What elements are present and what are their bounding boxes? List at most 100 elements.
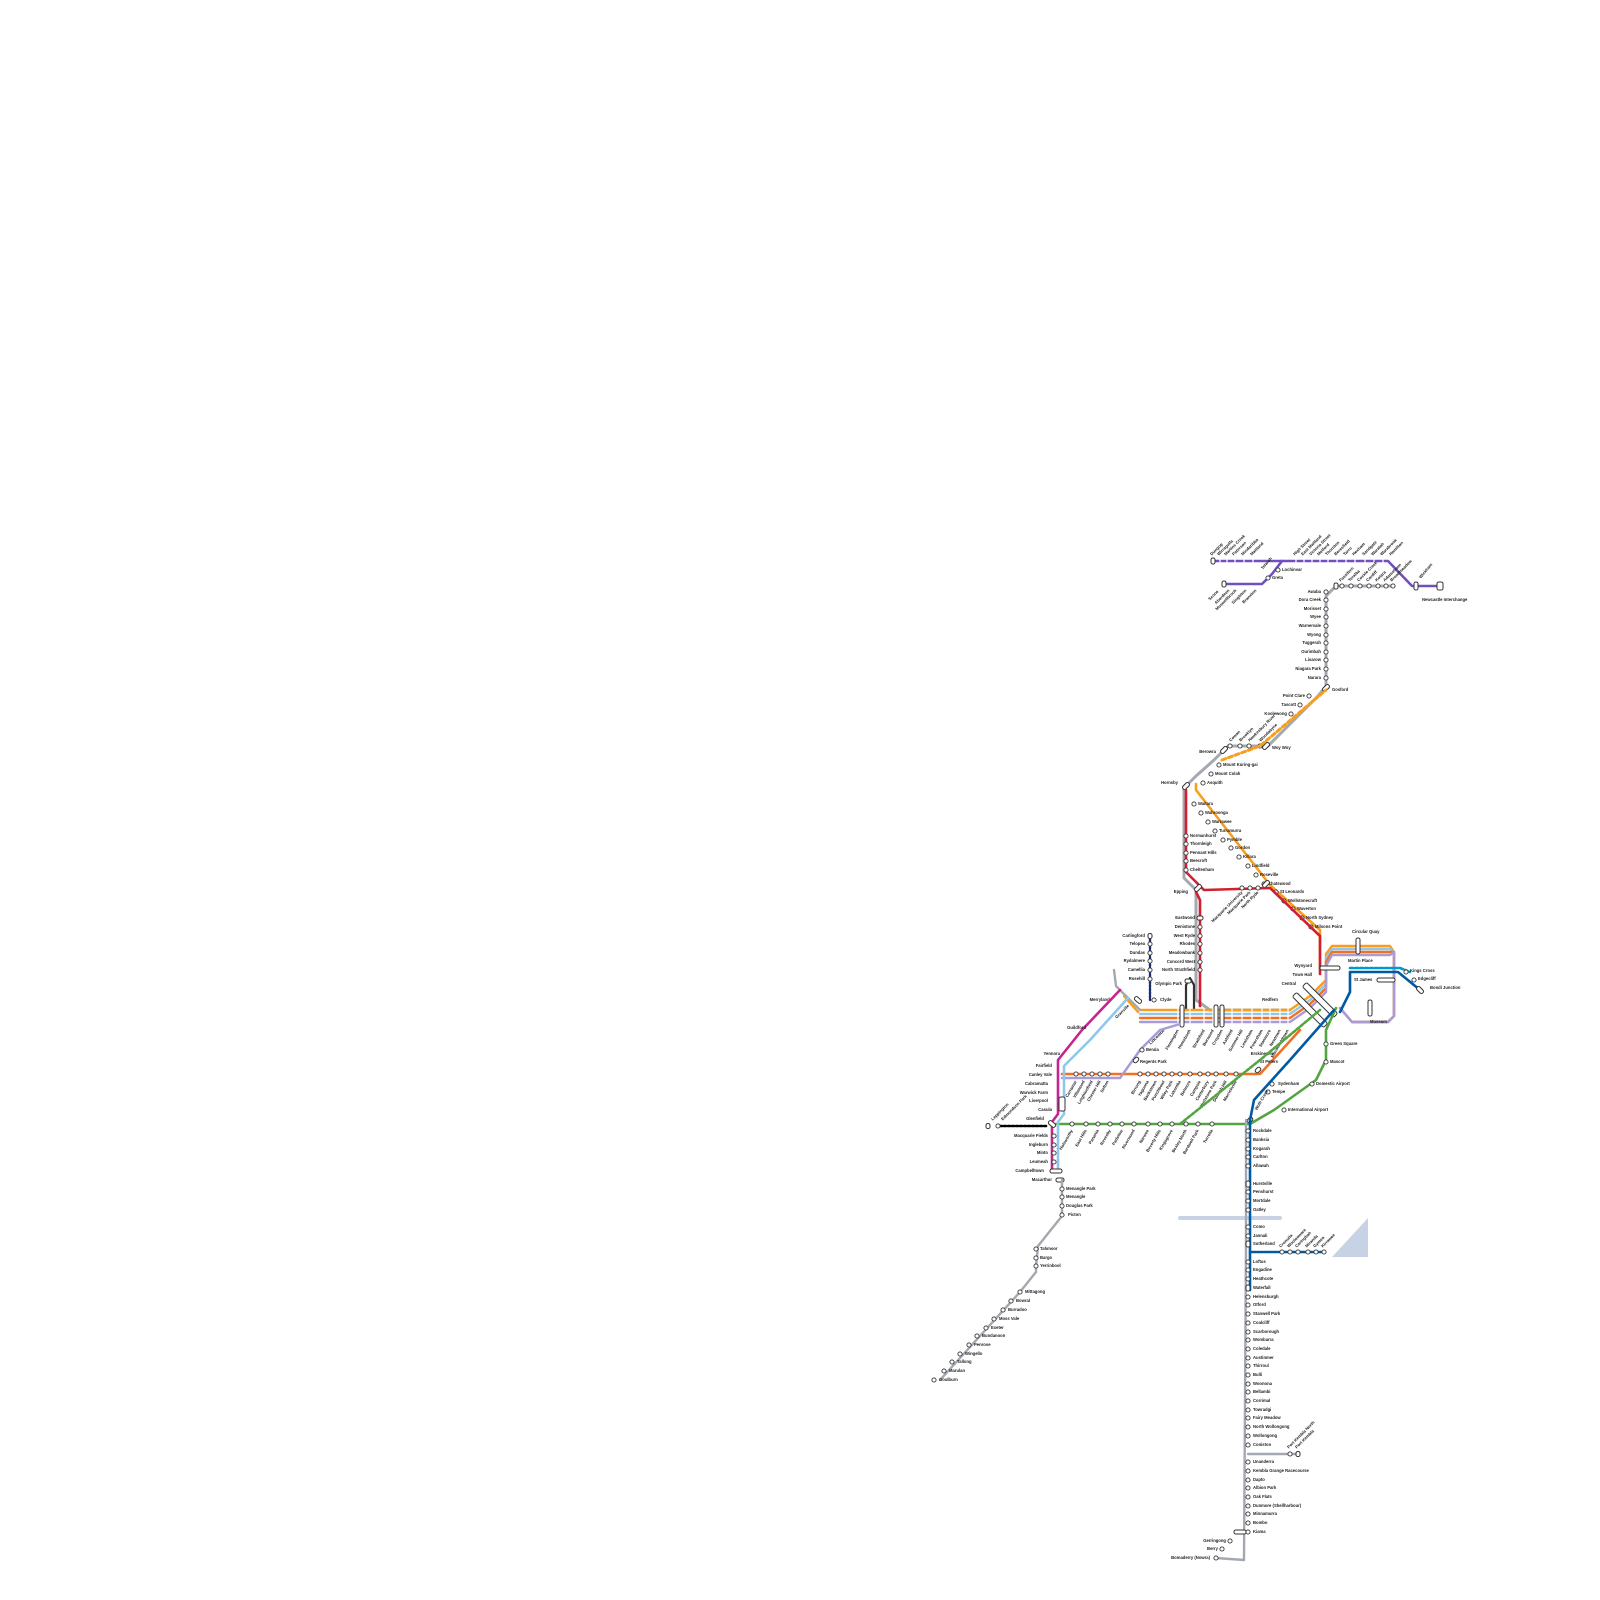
station-marker-Como (1245, 1224, 1251, 1230)
interchange-sydenham (1254, 1066, 1262, 1074)
station-label: Meadowbank (1169, 950, 1196, 955)
station-marker-teralba (1348, 583, 1354, 589)
station-label: Coniston (1253, 1442, 1272, 1447)
station-marker-Niagara Park (1323, 666, 1329, 672)
station-label: Wyee (1310, 614, 1322, 619)
airport-dotted-express (1178, 1008, 1322, 1126)
station-label: Yennora (1043, 1051, 1060, 1056)
hunter-line-scone-branch (1222, 559, 1284, 586)
station-label: North Sydney (1306, 915, 1334, 920)
station-marker-Unanderra (1245, 1459, 1251, 1465)
station-marker-Narwee (1145, 1121, 1151, 1127)
station-marker-Tahmoor (1033, 1246, 1039, 1252)
station-label: Warrawee (1212, 819, 1232, 824)
station-label: Kembla Grange Racecourse (1253, 1468, 1310, 1473)
station-marker-Wyee (1323, 614, 1329, 620)
station-marker-Mortdale (1245, 1198, 1251, 1204)
station-marker-Pymble (1220, 837, 1226, 843)
station-marker-Banksia (1245, 1137, 1251, 1143)
station-label: Rosehill (1129, 976, 1145, 981)
station-marker-Mount Colah (1208, 771, 1214, 777)
station-marker-Pennant Hills (1183, 850, 1189, 856)
station-marker-Carlton (1245, 1154, 1251, 1160)
station-label: Canley Vale (1029, 1072, 1053, 1077)
station-label: Town Hall (1293, 972, 1312, 977)
station-marker-Normanhurst (1183, 833, 1189, 839)
station-label: Holsworthy (1058, 1128, 1074, 1151)
station-marker-Revesby (1107, 1121, 1113, 1127)
station-marker-Asquith (1200, 780, 1206, 786)
station-label: Minnamurra (1253, 1511, 1278, 1516)
station-marker-Gordon (1228, 845, 1234, 851)
station-marker-Bulli (1245, 1372, 1251, 1378)
station-label: North Wollongong (1253, 1424, 1290, 1429)
station-marker-Yagoona (1145, 1071, 1151, 1077)
station-marker-Albion Park (1245, 1485, 1251, 1491)
station-label: Tuggerah (1302, 640, 1321, 645)
station-marker-Scarborough (1245, 1329, 1251, 1335)
station-marker-Jannali (1245, 1233, 1251, 1239)
station-marker-Riverwood (1131, 1121, 1137, 1127)
station-label: Lisarow (1305, 657, 1322, 662)
station-label: Mittagong (1025, 1289, 1045, 1294)
interchange-central (1302, 982, 1338, 1018)
station-marker-Tascott (1297, 702, 1303, 708)
station-marker-edgecliff (1411, 977, 1417, 983)
station-label: St Peters (1260, 1059, 1279, 1064)
station-label: West Ryde (1174, 933, 1196, 938)
station-marker-Minnamurra (1245, 1511, 1251, 1517)
station-label: Gordon (1235, 845, 1251, 850)
station-marker-Mittagong (1017, 1289, 1023, 1295)
station-label: Epping (1174, 889, 1189, 894)
station-label: Bargo (1040, 1255, 1053, 1260)
station-label: Rhodes (1180, 941, 1196, 946)
station-marker-berala (1139, 1047, 1145, 1053)
interchange-bondi (1416, 986, 1424, 994)
station-label: Chatswood (1268, 881, 1291, 886)
station-label: Thornleigh (1190, 841, 1212, 846)
station-label: Menangle Park (1066, 1186, 1096, 1191)
station-marker-Warnervale (1323, 623, 1329, 629)
interchange-chatswood (1262, 880, 1270, 888)
station-marker-Point Clare (1306, 693, 1312, 699)
interchange-berowra (1220, 746, 1228, 754)
interchange-regents-park (1132, 1056, 1140, 1064)
station-label: Dora Creek (1299, 597, 1322, 602)
station-marker-Loftus (1245, 1259, 1251, 1265)
station-marker-Fairy Meadow (1245, 1415, 1251, 1421)
station-marker-Villawood (1081, 1071, 1087, 1077)
interchange-hamilton (1413, 581, 1419, 591)
station-label: Coledale (1253, 1346, 1271, 1351)
interchange-sutherland-interchange (1245, 1240, 1251, 1248)
station-label: Concord West (1167, 959, 1196, 964)
station-label: Loftus (1253, 1259, 1266, 1264)
station-label: Camellia (1128, 967, 1146, 972)
station-marker-Dunmore (Shellharbour) (1245, 1503, 1251, 1509)
station-label: Albion Park (1253, 1485, 1277, 1490)
station-marker-Padstow (1119, 1121, 1125, 1127)
station-marker-Macquarie Park (1247, 885, 1253, 891)
station-marker-Morisset (1323, 606, 1329, 612)
olympic-park-loop (1184, 976, 1196, 1012)
station-label: Carlingford (1122, 933, 1145, 938)
station-label: Bundanoon (982, 1333, 1006, 1338)
station-label: Mount Kuring-gai (1223, 762, 1258, 767)
station-marker-Bombo (1245, 1520, 1251, 1526)
station-label: Milsons Point (1315, 924, 1343, 929)
interchange-redfern (1292, 992, 1328, 1028)
station-marker-Stanwell Park (1245, 1311, 1251, 1317)
water-triangle (1332, 1218, 1368, 1257)
station-label: Scarborough (1253, 1329, 1279, 1334)
station-marker-Kiama (1245, 1529, 1251, 1535)
interchange-olympic-park (1184, 978, 1192, 984)
station-label: Allawah (1253, 1163, 1269, 1168)
station-marker-Otford (1245, 1302, 1251, 1308)
station-label: Warnervale (1299, 623, 1322, 628)
station-marker-cockle-creek (1357, 583, 1363, 589)
station-marker-Wahroonga (1198, 810, 1204, 816)
station-marker-edmondson-park (995, 1123, 1001, 1129)
station-marker-Bellambi (1245, 1389, 1251, 1395)
station-label: Como (1253, 1224, 1265, 1229)
station-marker-Rydalmere (1147, 958, 1153, 964)
water-strip (1178, 1216, 1282, 1220)
